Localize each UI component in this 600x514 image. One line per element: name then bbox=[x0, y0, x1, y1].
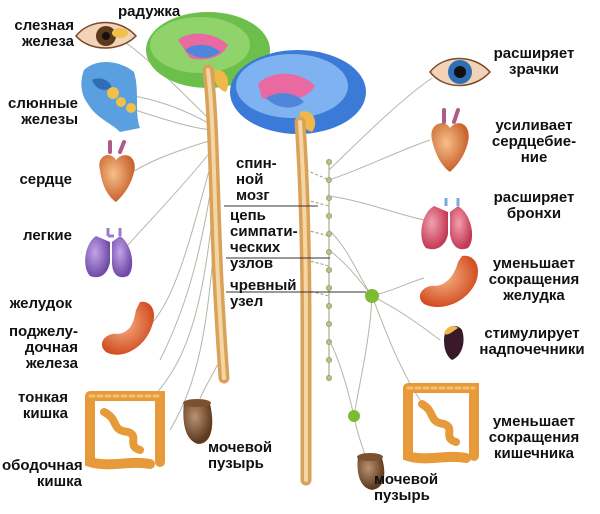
left-bladder-icon bbox=[183, 399, 213, 444]
left-eye-icon bbox=[75, 21, 138, 49]
label-lungs: легкие bbox=[23, 227, 72, 244]
left-lungs-icon bbox=[85, 228, 133, 278]
right-bladder-icon bbox=[357, 453, 385, 490]
right-intestine-icon bbox=[403, 383, 479, 464]
left-salivary-glands-icon bbox=[81, 61, 140, 132]
right-stomach-icon bbox=[419, 255, 479, 308]
center-pointer-lines bbox=[224, 205, 366, 293]
left-nerve-fibers bbox=[124, 41, 221, 431]
sympathetic-chain bbox=[305, 159, 332, 381]
celiac-ganglion-node bbox=[365, 289, 379, 303]
left-heart-icon bbox=[99, 140, 135, 202]
left-brain bbox=[146, 12, 270, 92]
right-adrenal-icon bbox=[444, 325, 464, 360]
right-eye-icon bbox=[429, 57, 492, 87]
right-heart-icon bbox=[431, 108, 469, 172]
left-intestine-icon bbox=[85, 391, 165, 470]
label-heart: сердце bbox=[19, 171, 72, 188]
label-iris: радужка bbox=[118, 3, 181, 20]
right-lungs-icon bbox=[421, 198, 473, 250]
right-nerve-fibers bbox=[328, 77, 441, 459]
right-brain bbox=[230, 50, 366, 134]
label-stomach: желудок bbox=[9, 295, 72, 312]
left-stomach-icon bbox=[101, 301, 155, 355]
right-ganglia bbox=[348, 289, 379, 422]
